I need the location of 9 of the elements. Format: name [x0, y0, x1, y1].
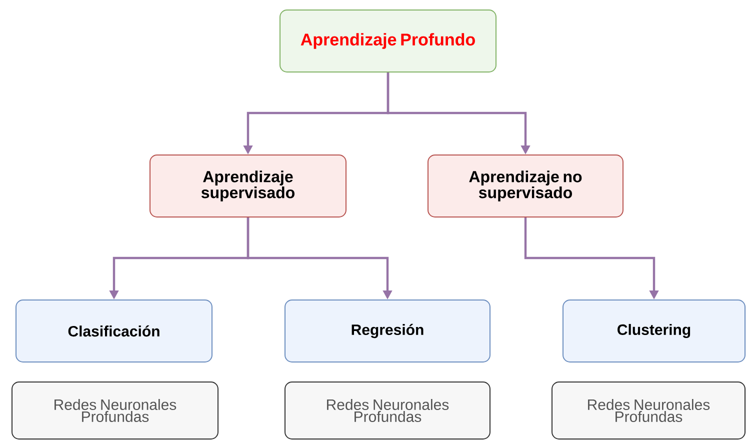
note-box: Redes Neuronales Profundas: [552, 382, 746, 440]
method-box: Clustering: [562, 300, 746, 362]
method-box: Regresión: [284, 300, 490, 362]
category-box: Aprendizaje no supervisado: [428, 154, 624, 218]
category-box: Aprendizaje supervisado: [150, 154, 346, 218]
note-box: Redes Neuronales Profundas: [284, 382, 490, 440]
method-box: Clasificación: [16, 300, 212, 362]
root-box: Aprendizaje Profundo: [280, 10, 496, 72]
note-box: Redes Neuronales Profundas: [12, 382, 218, 440]
